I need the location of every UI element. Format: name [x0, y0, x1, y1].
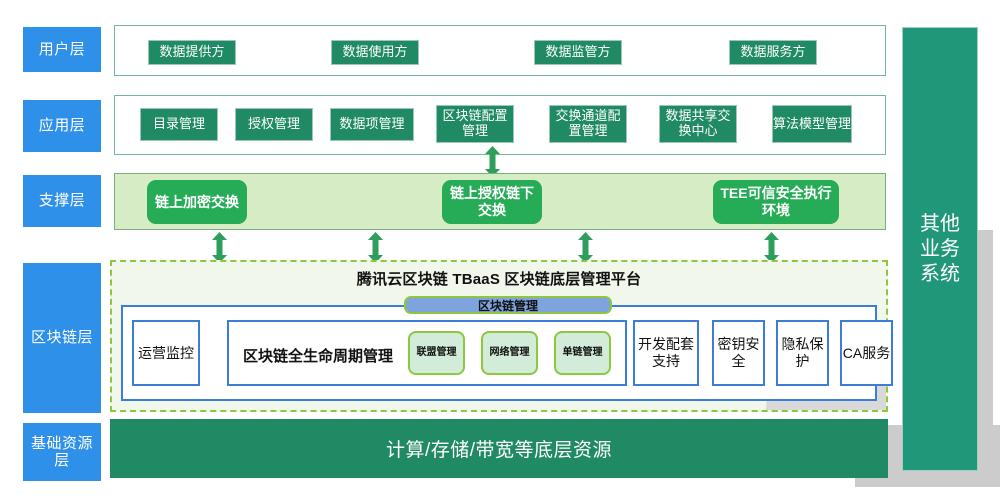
support-chip-tee-trusted-execution-environment[interactable]: TEE可信安全执行环境 [713, 180, 839, 224]
user-chip-data-regulator-label: 数据监管方 [545, 44, 611, 60]
lifecycle-chip-network-management-label: 网络管理 [489, 347, 530, 359]
user-chip-data-service-label: 数据服务方 [740, 44, 806, 60]
layer-label-user[interactable]: 用户层 [23, 27, 101, 72]
capability-box-dev-toolkit-support[interactable]: 开发配套支持 [633, 320, 699, 386]
app-chip-data-item-management-label: 数据项管理 [339, 116, 405, 132]
support-chip-onchain-encrypted-exchange-label: 链上加密交换 [155, 193, 239, 210]
capability-box-ca-service[interactable]: CA服务 [840, 320, 893, 386]
double-arrow-icon-support-blockchain-1 [212, 232, 227, 263]
layer-label-support[interactable]: 支撑层 [23, 175, 101, 227]
capability-box-key-security-label: 密钥安全 [717, 336, 760, 369]
capability-box-privacy-protection-label: 隐私保护 [781, 336, 824, 369]
blockchain-management-bar[interactable]: 区块链管理 [404, 296, 612, 314]
lifecycle-chip-consortium-management-label: 联盟管理 [416, 347, 457, 359]
app-chip-algorithm-model-management[interactable]: 算法模型管理 [772, 105, 852, 143]
app-chip-authorization-management-label: 授权管理 [247, 116, 300, 132]
layer-label-resource[interactable]: 基础资源 层 [23, 423, 101, 481]
lifecycle-management-label: 区块链全生命周期管理 [243, 348, 394, 365]
layer-label-application-text: 应用层 [38, 117, 86, 135]
ops-monitoring-box-label: 运营监控 [138, 344, 194, 361]
resource-layer-bar[interactable]: 计算/存储/带宽等底层资源 [110, 419, 888, 478]
app-chip-blockchain-config-management-label: 区块链配置管理 [442, 108, 508, 138]
user-chip-data-consumer[interactable]: 数据使用方 [331, 40, 419, 65]
double-arrow-icon-app-support [485, 146, 500, 177]
support-chip-onchain-encrypted-exchange[interactable]: 链上加密交换 [147, 180, 247, 224]
user-chip-data-service[interactable]: 数据服务方 [729, 40, 817, 65]
user-chip-data-consumer-label: 数据使用方 [342, 44, 408, 60]
user-chip-data-regulator[interactable]: 数据监管方 [534, 40, 622, 65]
capability-box-dev-toolkit-support-label: 开发配套支持 [638, 336, 694, 369]
support-chip-onchain-auth-offchain-exchange[interactable]: 链上授权链下交换 [442, 180, 542, 224]
side-panel-other-business-systems-label: 其他业务系统 [920, 212, 960, 285]
layer-label-user-text: 用户层 [38, 40, 86, 58]
app-chip-data-item-management[interactable]: 数据项管理 [330, 108, 414, 141]
layer-label-resource-line2: 层 [54, 452, 70, 469]
ops-monitoring-box[interactable]: 运营监控 [132, 320, 200, 386]
lifecycle-chip-single-chain-management[interactable]: 单链管理 [554, 331, 611, 375]
double-arrow-icon-support-blockchain-4 [764, 232, 779, 263]
lifecycle-chip-single-chain-management-label: 单链管理 [562, 347, 603, 359]
capability-box-key-security[interactable]: 密钥安全 [712, 320, 765, 386]
double-arrow-icon-support-blockchain-2 [368, 232, 383, 263]
lifecycle-chip-network-management[interactable]: 网络管理 [481, 331, 538, 375]
app-chip-algorithm-model-management-label: 算法模型管理 [773, 115, 852, 131]
support-chip-onchain-auth-offchain-exchange-label: 链上授权链下交换 [450, 185, 534, 218]
user-chip-data-provider-label: 数据提供方 [159, 44, 225, 60]
side-panel-other-business-systems[interactable]: 其他业务系统 [902, 27, 978, 471]
tbaas-platform-title: 腾讯云区块链 TBaaS 区块链底层管理平台 [356, 271, 642, 288]
app-chip-data-sharing-exchange-center[interactable]: 数据共享交换中心 [659, 105, 737, 143]
lifecycle-chip-consortium-management[interactable]: 联盟管理 [408, 331, 465, 375]
app-chip-data-sharing-exchange-center-label: 数据共享交换中心 [665, 108, 731, 138]
layer-label-application[interactable]: 应用层 [23, 100, 101, 152]
user-chip-data-provider[interactable]: 数据提供方 [148, 40, 236, 65]
app-chip-exchange-channel-config-management-label: 交换通道配置管理 [555, 108, 621, 138]
capability-box-ca-service-label: CA服务 [842, 344, 891, 361]
app-chip-exchange-channel-config-management[interactable]: 交换通道配置管理 [549, 105, 627, 143]
resource-layer-label: 计算/存储/带宽等底层资源 [385, 440, 613, 461]
layer-label-blockchain[interactable]: 区块链层 [23, 263, 101, 413]
app-chip-authorization-management[interactable]: 授权管理 [235, 108, 313, 141]
layer-label-resource-line1: 基础资源 [30, 434, 93, 452]
support-chip-tee-trusted-execution-environment-label: TEE可信安全执行环境 [720, 185, 832, 218]
blockchain-management-bar-label: 区块链管理 [477, 298, 538, 313]
app-chip-catalog-management-label: 目录管理 [152, 116, 205, 132]
app-chip-catalog-management[interactable]: 目录管理 [140, 108, 218, 141]
layer-label-blockchain-text: 区块链层 [30, 329, 93, 347]
double-arrow-icon-support-blockchain-3 [578, 232, 593, 263]
capability-box-privacy-protection[interactable]: 隐私保护 [776, 320, 829, 386]
layer-label-support-text: 支撑层 [38, 192, 86, 210]
app-chip-blockchain-config-management[interactable]: 区块链配置管理 [436, 105, 514, 143]
